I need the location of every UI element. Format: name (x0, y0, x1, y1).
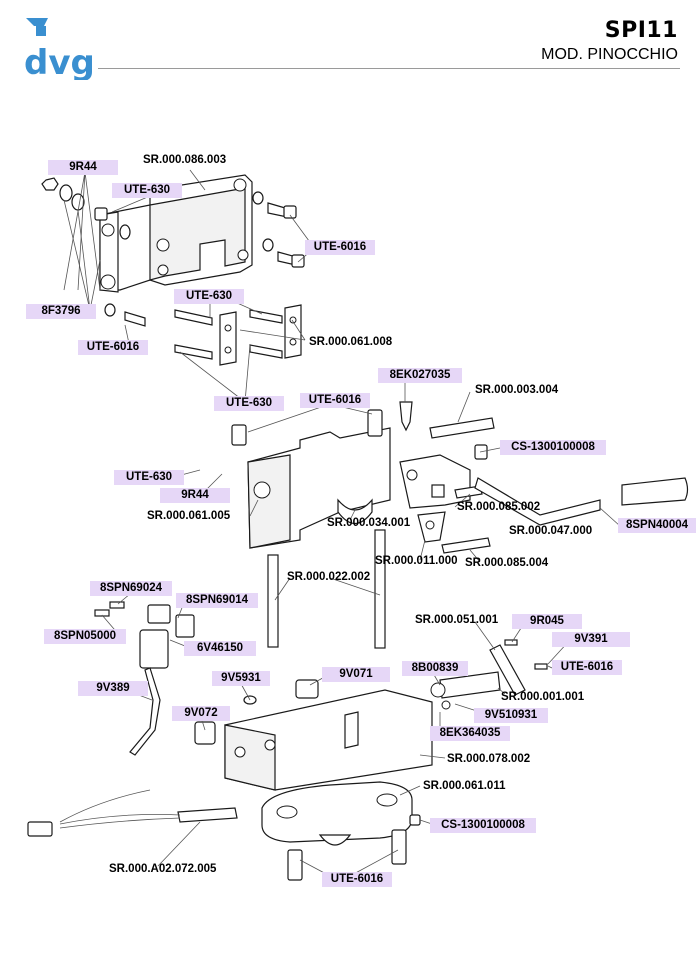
label-9r44-top: 9R44 (48, 160, 118, 175)
main-body-block (231, 409, 391, 549)
label-sr-000-061-011: SR.000.061.011 (423, 780, 506, 792)
rods (267, 401, 689, 649)
label-8spn69024: 8SPN69024 (90, 581, 172, 596)
label-9v5931: 9V5931 (212, 671, 270, 686)
label-ute6016-c: UTE-6016 (300, 393, 370, 408)
label-ute630-b: UTE-630 (174, 289, 244, 304)
label-9v071: 9V071 (322, 667, 390, 682)
leader-lines (63, 169, 621, 877)
label-sr-000-034-001: SR.000.034.001 (327, 517, 411, 529)
label-8ek027035: 8EK027035 (378, 368, 462, 383)
document-code: SPI11 (604, 18, 678, 43)
sensor-cable (27, 789, 238, 837)
label-9v510931: 9V510931 (474, 708, 548, 723)
label-8spn40004: 8SPN40004 (618, 518, 696, 533)
solenoid-assembly (94, 601, 195, 756)
label-cs-1300100008-b: CS-1300100008 (430, 818, 536, 833)
label-8spn69014: 8SPN69014 (176, 593, 258, 608)
label-9v391: 9V391 (552, 632, 630, 647)
header-divider (98, 68, 680, 69)
label-9v389: 9V389 (78, 681, 148, 696)
logo-text: dvg (24, 43, 94, 80)
label-ute6016-a: UTE-6016 (305, 240, 375, 255)
label-ute6016-d: UTE-6016 (552, 660, 622, 675)
label-sr-000-086-003: SR.000.086.003 (143, 154, 227, 166)
bottom-block (194, 679, 433, 791)
right-block (399, 454, 471, 543)
label-sr-000-003-004: SR.000.003.004 (475, 384, 559, 396)
label-sr-000-011-000: SR.000.011.000 (375, 555, 458, 567)
label-8f3796: 8F3796 (26, 304, 96, 319)
label-8spn05000: 8SPN05000 (44, 629, 126, 644)
label-8b00839: 8B00839 (402, 661, 468, 676)
label-sr-000-061-005: SR.000.061.005 (147, 510, 231, 522)
label-ute630-c: UTE-630 (214, 396, 284, 411)
label-sr-000-078-002: SR.000.078.002 (447, 753, 531, 765)
label-ute6016-e: UTE-6016 (322, 872, 392, 887)
label-ute6016-b: UTE-6016 (78, 340, 148, 355)
clamp-plates (174, 304, 302, 366)
document-model: MOD. PINOCCHIO (541, 46, 678, 63)
label-8ek364035: 8EK364035 (430, 726, 510, 741)
label-6v46150: 6V46150 (184, 641, 256, 656)
label-9r045: 9R045 (512, 614, 582, 629)
label-ute630-d: UTE-630 (114, 470, 184, 485)
label-ute630-a: UTE-630 (112, 183, 182, 198)
label-9v072: 9V072 (172, 706, 230, 721)
label-sr-000-051-001: SR.000.051.001 (415, 614, 499, 626)
label-sr-000-001-001: SR.000.001.001 (501, 691, 585, 703)
label-sr-000-061-008: SR.000.061.008 (309, 336, 393, 348)
top-right-screws (104, 191, 305, 327)
label-9r44-mid: 9R44 (160, 488, 230, 503)
label-cs-1300100008-a: CS-1300100008 (500, 440, 606, 455)
label-sr-000-085-002: SR.000.085.002 (457, 501, 541, 513)
dvg-logo: dvg (24, 18, 94, 80)
label-sr-000-085-004: SR.000.085.004 (465, 557, 549, 569)
label-sr-000-047-000: SR.000.047.000 (509, 525, 593, 537)
base-plate (261, 781, 421, 881)
lever-group (430, 639, 548, 710)
label-sr-000-a02-072-005: SR.000.A02.072.005 (109, 863, 217, 875)
label-sr-000-022-002: SR.000.022.002 (287, 571, 371, 583)
